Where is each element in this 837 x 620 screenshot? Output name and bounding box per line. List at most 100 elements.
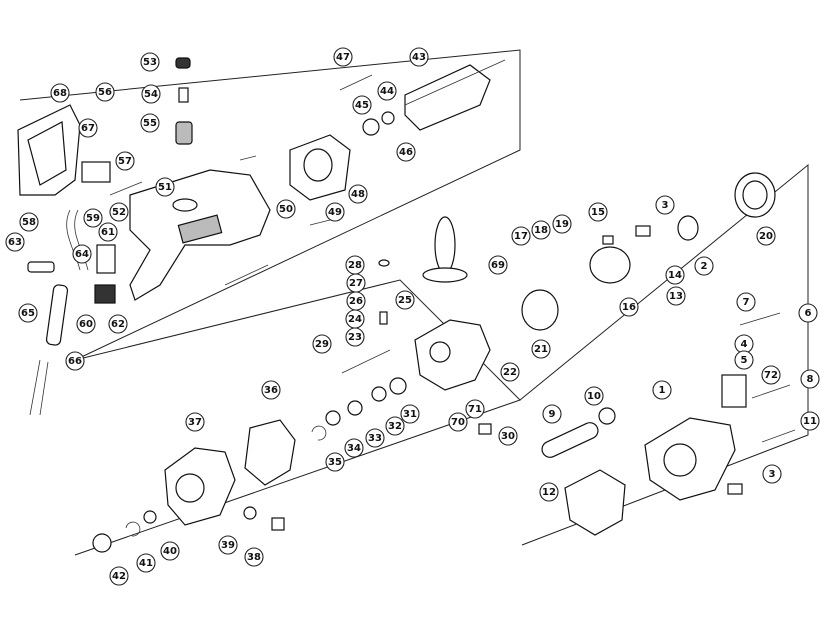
callout-label: 25 xyxy=(398,295,412,306)
callout-label: 53 xyxy=(143,57,157,68)
washer-40 xyxy=(143,510,157,524)
callout-circle xyxy=(584,386,604,406)
spindle-16 xyxy=(589,246,631,284)
cord-guard xyxy=(45,284,69,346)
callout-label: 17 xyxy=(514,231,528,242)
callout-2: 2 xyxy=(694,256,714,276)
callout-41: 41 xyxy=(136,553,156,573)
callout-31: 31 xyxy=(400,404,420,424)
callout-10: 10 xyxy=(584,386,604,406)
callout-label: 43 xyxy=(412,52,426,63)
callout-label: 8 xyxy=(807,374,814,385)
armature-shaft xyxy=(404,59,506,106)
gear-37-hub xyxy=(175,473,205,503)
callout-circle xyxy=(261,380,281,400)
callout-label: 33 xyxy=(368,433,382,444)
callout-circle xyxy=(244,547,264,567)
power-cord xyxy=(29,359,49,416)
callout-label: 62 xyxy=(111,319,125,330)
callout-circle xyxy=(78,118,98,138)
callout-circle xyxy=(140,52,160,72)
callout-67: 67 xyxy=(78,118,98,138)
housing-grip xyxy=(177,214,223,244)
callout-circle xyxy=(5,232,25,252)
callout-circle xyxy=(588,202,608,222)
callout-30: 30 xyxy=(498,426,518,446)
callout-49: 49 xyxy=(325,202,345,222)
washer-44 xyxy=(381,111,395,125)
callout-circle xyxy=(756,226,776,246)
callout-label: 34 xyxy=(347,443,361,454)
callout-circle xyxy=(19,212,39,232)
callout-label: 18 xyxy=(534,225,548,236)
callout-circle xyxy=(465,399,485,419)
callout-label: 29 xyxy=(315,339,329,350)
callout-circle xyxy=(76,314,96,334)
callout-label: 55 xyxy=(143,118,157,129)
plug-38 xyxy=(271,517,285,531)
callout-12: 12 xyxy=(539,482,559,502)
chuck-body-hole xyxy=(663,443,697,477)
key-3-lower xyxy=(727,483,743,495)
callout-33: 33 xyxy=(365,428,385,448)
callout-circle xyxy=(276,199,296,219)
bracket-72 xyxy=(721,374,747,408)
callout-label: 13 xyxy=(669,291,683,302)
callout-circle xyxy=(800,369,820,389)
callout-circle xyxy=(108,314,128,334)
callout-59: 59 xyxy=(83,208,103,228)
callout-label: 61 xyxy=(101,227,115,238)
gear-train-group xyxy=(92,349,492,553)
callout-label: 16 xyxy=(622,302,636,313)
callout-label: 54 xyxy=(144,89,158,100)
callout-50: 50 xyxy=(276,199,296,219)
callout-circle xyxy=(83,208,103,228)
callout-circle xyxy=(531,220,551,240)
callout-label: 19 xyxy=(555,219,569,230)
callout-15: 15 xyxy=(588,202,608,222)
screw-top xyxy=(239,155,257,161)
callout-26: 26 xyxy=(346,291,366,311)
callout-48: 48 xyxy=(348,184,368,204)
callout-7: 7 xyxy=(736,292,756,312)
callout-47: 47 xyxy=(333,47,353,67)
callout-circle xyxy=(333,47,353,67)
cap-28 xyxy=(378,259,390,267)
callout-label: 44 xyxy=(380,86,394,97)
callout-label: 12 xyxy=(542,487,556,498)
group-line-upper xyxy=(19,49,521,361)
callout-label: 5 xyxy=(741,355,748,366)
ring-41 xyxy=(125,521,141,537)
handle-cover-inner xyxy=(27,121,67,186)
callout-circle xyxy=(734,350,754,370)
gear-group xyxy=(378,172,776,391)
callout-label: 65 xyxy=(21,308,35,319)
callout-label: 1 xyxy=(659,385,666,396)
callout-23: 23 xyxy=(345,327,365,347)
callout-66: 66 xyxy=(65,351,85,371)
callout-label: 21 xyxy=(534,344,548,355)
callout-circle xyxy=(448,412,468,432)
bolt-6 xyxy=(739,312,781,326)
callout-72: 72 xyxy=(761,365,781,385)
callout-label: 63 xyxy=(8,237,22,248)
callout-43: 43 xyxy=(409,47,429,67)
washer-34 xyxy=(325,410,341,426)
ring-2 xyxy=(677,215,699,241)
oring-21 xyxy=(521,289,559,331)
callout-circle xyxy=(136,553,156,573)
callout-label: 15 xyxy=(591,207,605,218)
callout-circle xyxy=(800,411,820,431)
bearing-31 xyxy=(389,377,407,395)
callout-37: 37 xyxy=(185,412,205,432)
callout-label: 69 xyxy=(491,260,505,271)
callout-label: 52 xyxy=(112,207,126,218)
callout-label: 11 xyxy=(803,416,817,427)
screw-49 xyxy=(309,219,331,226)
callout-label: 35 xyxy=(328,457,342,468)
noise-suppressor xyxy=(96,244,116,274)
ring-35 xyxy=(311,425,327,441)
callout-19: 19 xyxy=(552,214,572,234)
callout-label: 57 xyxy=(118,156,132,167)
plug-30 xyxy=(478,423,492,435)
